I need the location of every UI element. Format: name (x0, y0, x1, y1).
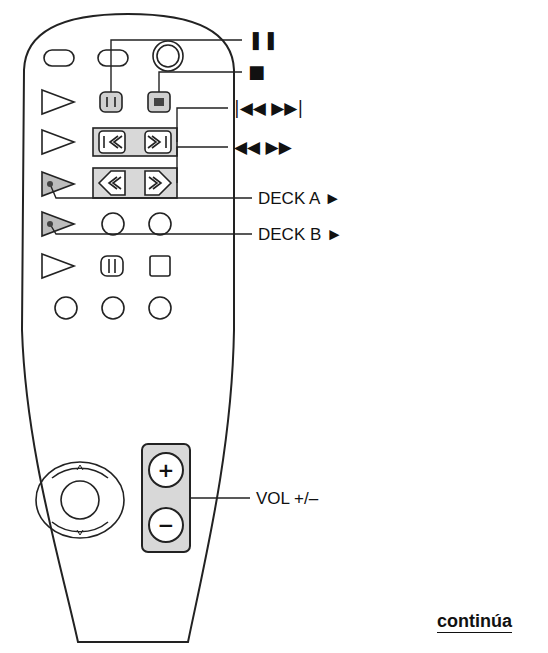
play-button (42, 90, 74, 114)
round-button (149, 213, 171, 235)
prev-icon (104, 136, 122, 148)
dpad-divider (52, 468, 108, 531)
rec-pause-icon (109, 259, 115, 273)
ffwd-button (145, 171, 171, 195)
round-button (102, 213, 124, 235)
deck-b-button (42, 212, 74, 236)
rec-pause-button (101, 256, 123, 276)
pause-icon (107, 97, 115, 107)
vol-label: VOL +/– (256, 490, 318, 507)
leader-dot (47, 181, 53, 187)
dpad-center (61, 481, 99, 519)
square-button (150, 256, 170, 276)
oval-button (44, 50, 74, 66)
deck-a-button (42, 172, 74, 196)
next-icon (148, 136, 166, 148)
leader-line (50, 184, 252, 198)
vol-up-button (149, 453, 183, 487)
round-button (55, 297, 77, 319)
ffwd-icon (149, 177, 161, 189)
leader-line (159, 72, 242, 92)
rewind-icon (109, 177, 121, 189)
power-button (157, 45, 179, 67)
dpad-arrow (77, 465, 83, 535)
dpad-ring (36, 462, 124, 538)
button-group (93, 128, 177, 156)
vol-up-sign: + (158, 460, 175, 480)
leader-line (190, 497, 250, 498)
leader-dot (47, 221, 53, 227)
leader-line (177, 108, 228, 142)
remote-body (22, 14, 234, 642)
deck-b-label: DECK B ► (258, 226, 343, 243)
continue-note: continúa (437, 612, 512, 633)
button-group (93, 168, 177, 198)
leader-line (50, 224, 252, 234)
vol-down-button (149, 508, 183, 542)
rewind-button (99, 171, 125, 195)
oval-button (98, 50, 128, 66)
prev-button (99, 131, 125, 153)
pause-button (100, 92, 122, 112)
deck-a-label: DECK A ► (258, 190, 341, 207)
play-button (42, 254, 74, 278)
leader-line (111, 40, 242, 92)
stop-button (148, 92, 170, 112)
stop-icon (154, 98, 164, 106)
search-symbols: ◀◀ ▶▶ (234, 139, 292, 156)
round-button (102, 297, 124, 319)
play-button (42, 130, 74, 154)
pause-symbol: ❚❚ (248, 31, 278, 49)
volume-group (142, 444, 190, 552)
skip-symbols: |◀◀ ▶▶| (234, 100, 303, 117)
round-button (149, 297, 171, 319)
vol-down-sign: − (158, 515, 175, 535)
leader-line (177, 147, 228, 183)
power-button (153, 41, 183, 71)
stop-symbol: ■ (248, 63, 265, 81)
next-button (145, 131, 171, 153)
